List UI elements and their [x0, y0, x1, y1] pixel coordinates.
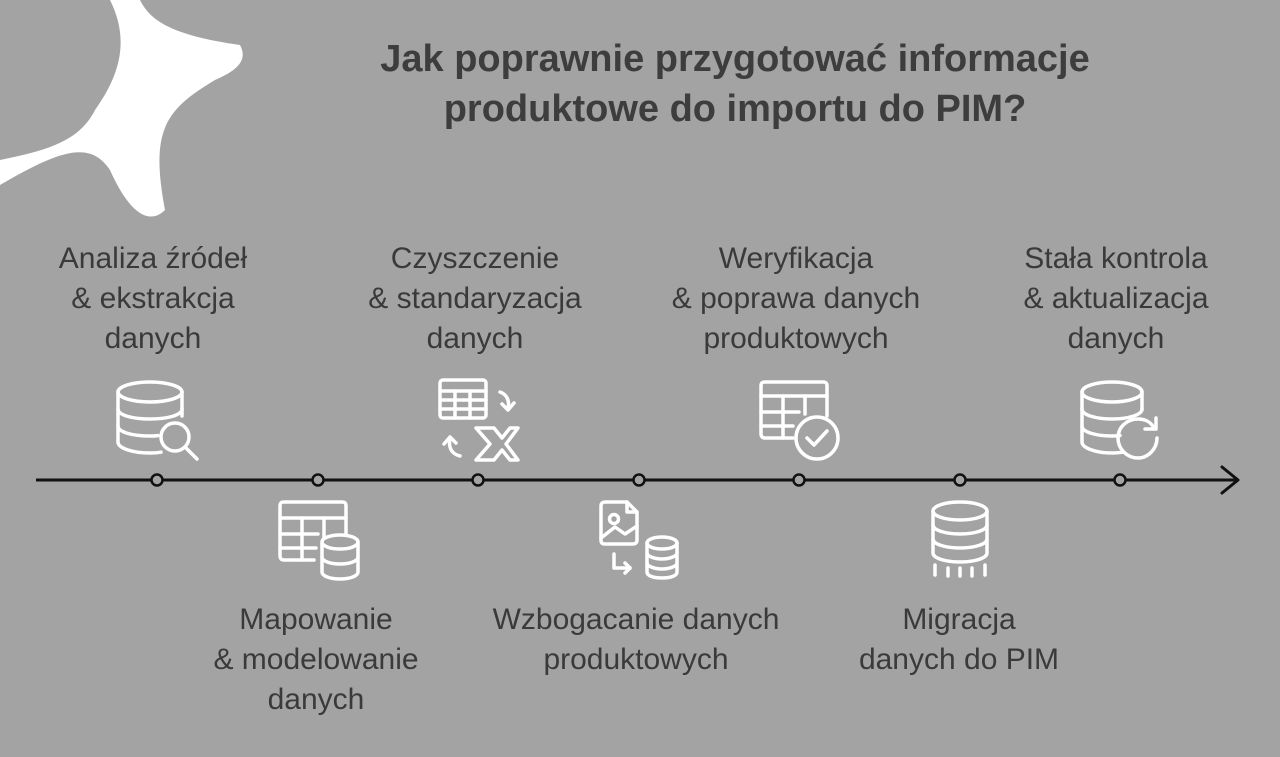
image-to-database-icon	[597, 498, 683, 582]
title-line-2: produktowe do importu do PIM?	[443, 88, 1027, 130]
step-4-line-1: Wzbogacanie danych	[492, 603, 780, 636]
table-clean-icon	[436, 376, 524, 464]
table-check-icon	[757, 378, 843, 464]
step-3-line-3: danych	[426, 322, 524, 355]
step-label-6: Migracja danych do PIM	[799, 600, 1119, 680]
step-7-line-3: danych	[1067, 322, 1165, 355]
database-search-icon	[114, 378, 204, 464]
diagram-title: Jak poprawnie przygotować informacje pro…	[300, 34, 1170, 134]
step-2-line-3: danych	[267, 683, 365, 716]
step-5-line-3: produktowych	[703, 322, 889, 355]
step-label-5: Weryfikacja & poprawa danych produktowyc…	[636, 239, 956, 359]
step-2-line-2: & modelowanie	[213, 643, 419, 676]
step-label-1: Analiza źródeł & ekstrakcja danych	[0, 239, 313, 359]
timeline-dot-2	[311, 473, 325, 487]
step-3-line-1: Czyszczenie	[390, 242, 560, 275]
step-7-line-1: Stała kontrola	[1024, 242, 1208, 275]
step-1-line-2: & ekstrakcja	[71, 282, 235, 315]
step-label-4: Wzbogacanie danych produktowych	[466, 600, 806, 680]
timeline-dot-3	[471, 473, 485, 487]
step-4-line-2: produktowych	[543, 643, 729, 676]
step-5-line-1: Weryfikacja	[718, 242, 874, 275]
step-6-line-1: Migracja	[902, 603, 1016, 636]
step-label-2: Mapowanie & modelowanie danych	[156, 600, 476, 720]
step-3-line-2: & standaryzacja	[368, 282, 582, 315]
database-refresh-icon	[1078, 378, 1164, 464]
step-2-line-1: Mapowanie	[239, 603, 393, 636]
timeline-dot-1	[150, 473, 164, 487]
title-line-1: Jak poprawnie przygotować informacje	[380, 38, 1090, 80]
step-5-line-2: & poprawa danych	[671, 282, 921, 315]
step-label-7: Stała kontrola & aktualizacja danych	[956, 239, 1276, 359]
timeline-dot-4	[632, 473, 646, 487]
step-7-line-2: & aktualizacja	[1023, 282, 1209, 315]
database-upload-icon	[928, 498, 992, 578]
table-database-icon	[276, 498, 362, 582]
timeline-dot-7	[1113, 473, 1127, 487]
star-logo	[0, 0, 243, 217]
step-6-line-2: danych do PIM	[858, 643, 1060, 676]
step-1-line-1: Analiza źródeł	[58, 242, 248, 275]
timeline-dot-6	[953, 473, 967, 487]
timeline-dot-5	[792, 473, 806, 487]
timeline-arrow-icon	[1220, 465, 1240, 495]
step-1-line-3: danych	[104, 322, 202, 355]
step-label-3: Czyszczenie & standaryzacja danych	[315, 239, 635, 359]
